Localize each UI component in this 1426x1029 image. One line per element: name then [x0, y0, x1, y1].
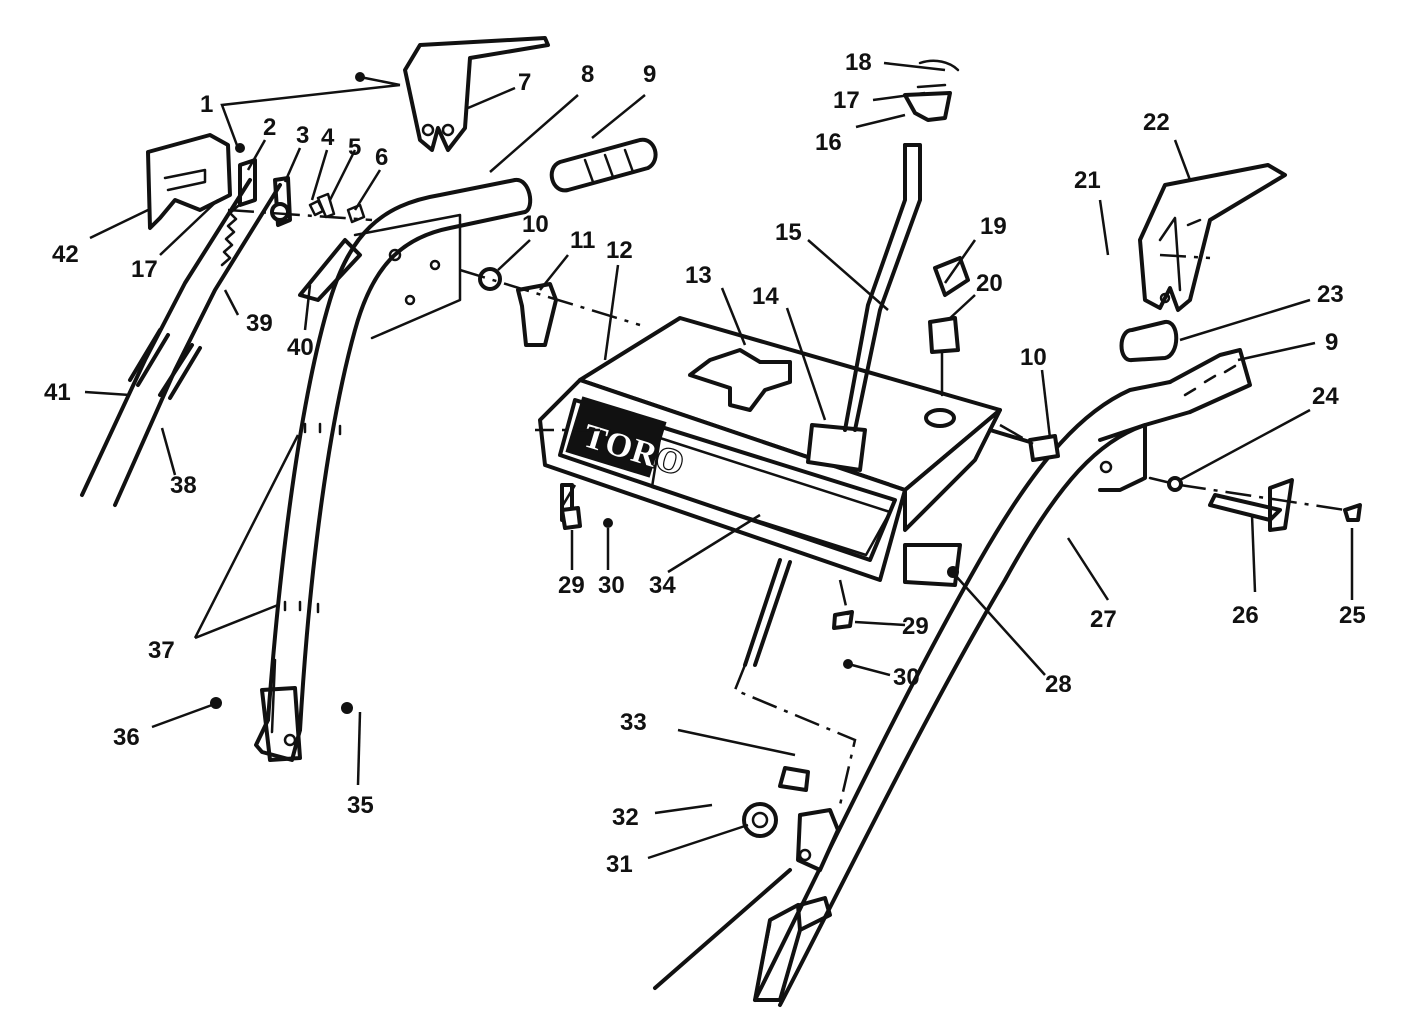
callout-28: 28: [1045, 671, 1072, 698]
callout-16: 16: [815, 129, 842, 156]
callout-25: 25: [1339, 602, 1366, 629]
callout-41: 41: [44, 379, 71, 406]
callout-19: 19: [980, 213, 1007, 240]
callout-20: 20: [976, 270, 1003, 297]
left-handle-tube: [254, 178, 533, 762]
callout-10-right: 10: [1020, 344, 1047, 371]
callout-33: 33: [620, 709, 647, 736]
lower-parts: [560, 506, 959, 990]
callout-23: 23: [1317, 281, 1344, 308]
callout-5: 5: [348, 134, 361, 161]
callout-12: 12: [606, 237, 633, 264]
callout-17-left: 17: [131, 256, 158, 283]
callout-29-right: 29: [902, 613, 929, 640]
left-control-parts: [80, 36, 658, 714]
callout-labels: 1 2 3 4 5 6 7 8 9 10 11 12 13 14 15 16 1…: [44, 49, 1366, 878]
callout-42: 42: [52, 241, 79, 268]
callout-32: 32: [612, 804, 639, 831]
callout-30-right: 30: [893, 664, 920, 691]
callout-38: 38: [170, 472, 197, 499]
callout-27: 27: [1090, 606, 1117, 633]
callout-22: 22: [1143, 109, 1170, 136]
right-side-parts: [988, 163, 1362, 532]
callout-2: 2: [263, 114, 276, 141]
callout-14: 14: [752, 283, 779, 310]
callout-15: 15: [775, 219, 802, 246]
callout-4: 4: [321, 124, 335, 151]
callout-35: 35: [347, 792, 374, 819]
callout-7: 7: [518, 69, 531, 96]
callout-36: 36: [113, 724, 140, 751]
leader-lines: [84, 61, 1354, 860]
callout-24: 24: [1312, 383, 1339, 410]
callout-6: 6: [375, 144, 388, 171]
callout-34: 34: [649, 572, 676, 599]
callout-26: 26: [1232, 602, 1259, 629]
callout-18: 18: [845, 49, 872, 76]
callout-13: 13: [685, 262, 712, 289]
callout-8: 8: [581, 61, 594, 88]
callout-31: 31: [606, 851, 633, 878]
callout-11: 11: [570, 227, 595, 254]
callout-30-left: 30: [598, 572, 625, 599]
shift-lever: [843, 59, 960, 432]
callout-17-top: 17: [833, 87, 860, 114]
callout-21: 21: [1074, 167, 1101, 194]
callout-1: 1: [200, 91, 213, 118]
callout-40: 40: [287, 334, 314, 361]
key-and-switch: [928, 256, 970, 397]
callout-3: 3: [296, 122, 309, 149]
callout-9-right: 9: [1325, 329, 1338, 356]
callout-37: 37: [148, 637, 175, 664]
callout-29-left: 29: [558, 572, 585, 599]
right-handle-tube: [753, 348, 1252, 1007]
callout-10-left: 10: [522, 211, 549, 238]
callout-9-left: 9: [643, 61, 656, 88]
callout-39: 39: [246, 310, 273, 337]
